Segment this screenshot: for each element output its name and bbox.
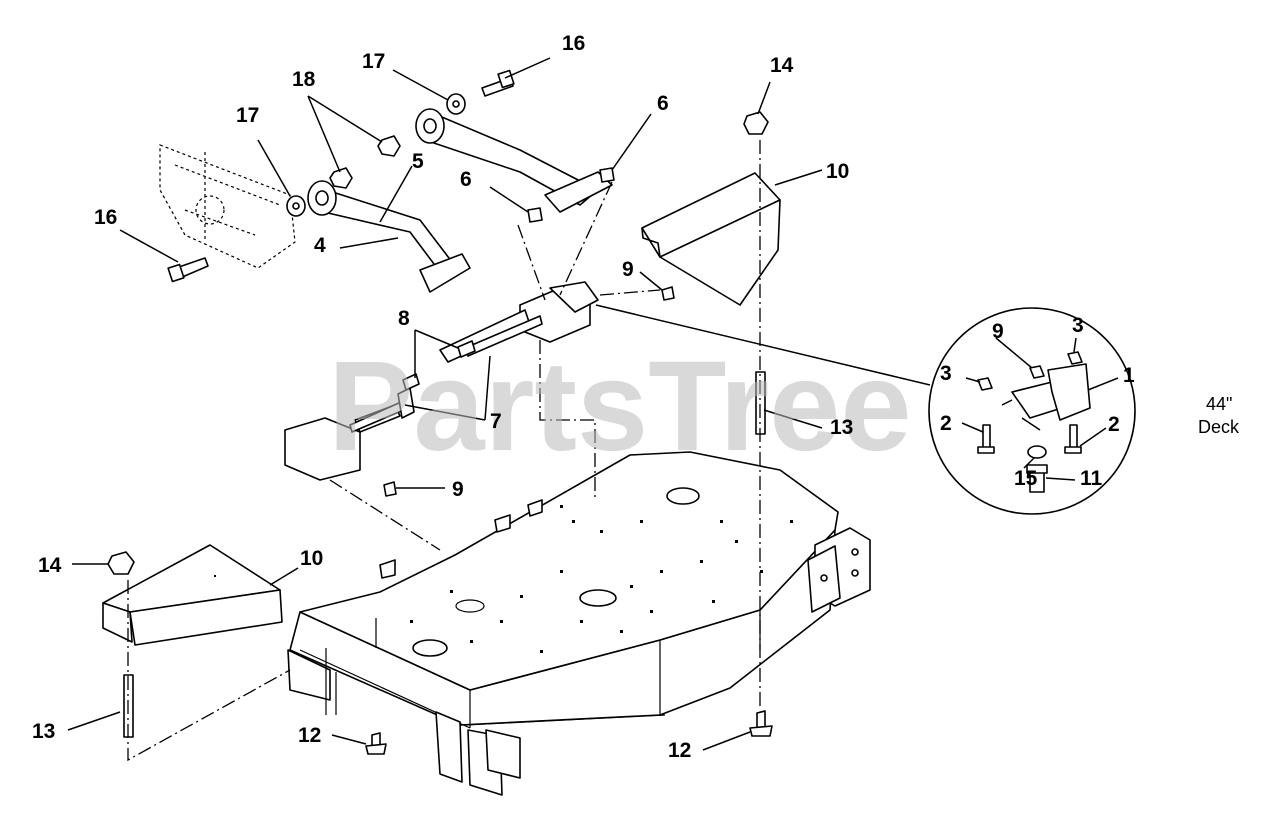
detail-callout-2-left: 2 [940, 412, 952, 435]
deck-size-line2: Deck [1198, 417, 1240, 437]
detail-callout-9: 9 [992, 320, 1004, 343]
detail-callout-15: 15 [1014, 467, 1038, 490]
callout-17-top: 17 [362, 50, 385, 73]
callout-7: 7 [490, 410, 502, 433]
callout-16-top: 16 [562, 32, 585, 55]
lift-arm-upper [415, 108, 613, 213]
callout-14-left: 14 [38, 554, 62, 577]
deflector-shield-right [641, 172, 781, 306]
callout-16-left: 16 [94, 206, 117, 229]
hardware-washers-nuts [286, 93, 615, 223]
callout-13-right: 13 [830, 416, 853, 439]
mower-deck [287, 451, 871, 796]
detail-callout-11: 11 [1080, 467, 1103, 490]
detail-callout-2-right: 2 [1108, 413, 1120, 436]
deck-size-line1: 44" [1206, 394, 1232, 414]
watermark: PartsTree [328, 335, 912, 478]
callout-4: 4 [314, 234, 326, 257]
deflector-shield-left [102, 544, 283, 646]
lift-arm-lower [307, 180, 471, 293]
detail-callout-3-top: 3 [1072, 314, 1084, 337]
tractor-frame [159, 144, 296, 269]
detail-view-circle [928, 307, 1136, 515]
callout-10-top: 10 [826, 160, 849, 183]
detail-callout-1: 1 [1123, 364, 1135, 387]
callout-5: 5 [412, 150, 424, 173]
callout-6-top: 6 [657, 92, 669, 115]
callout-9-bottom: 9 [452, 478, 464, 501]
callout-18: 18 [292, 68, 316, 91]
detail-callout-3-left: 3 [940, 362, 952, 385]
callout-9-top: 9 [622, 258, 634, 281]
callout-17-left: 17 [236, 104, 259, 127]
callout-14-top: 14 [770, 54, 794, 77]
callout-13-left: 13 [32, 720, 55, 743]
callout-6-mid: 6 [460, 168, 472, 191]
callout-12-left: 12 [298, 724, 321, 747]
detail-callouts: 9 3 3 1 2 2 15 11 [940, 314, 1135, 490]
callout-12-right: 12 [668, 739, 691, 762]
bolt-16 [167, 69, 515, 283]
callout-labels: 16 17 18 17 5 6 6 16 4 14 10 9 8 7 13 9 … [32, 32, 853, 762]
callout-8: 8 [398, 307, 410, 330]
leader-lines [67, 57, 931, 751]
callout-10-left: 10 [300, 547, 323, 570]
alignment-lines [127, 140, 761, 762]
deck-size-note: 44" Deck [1198, 394, 1240, 437]
